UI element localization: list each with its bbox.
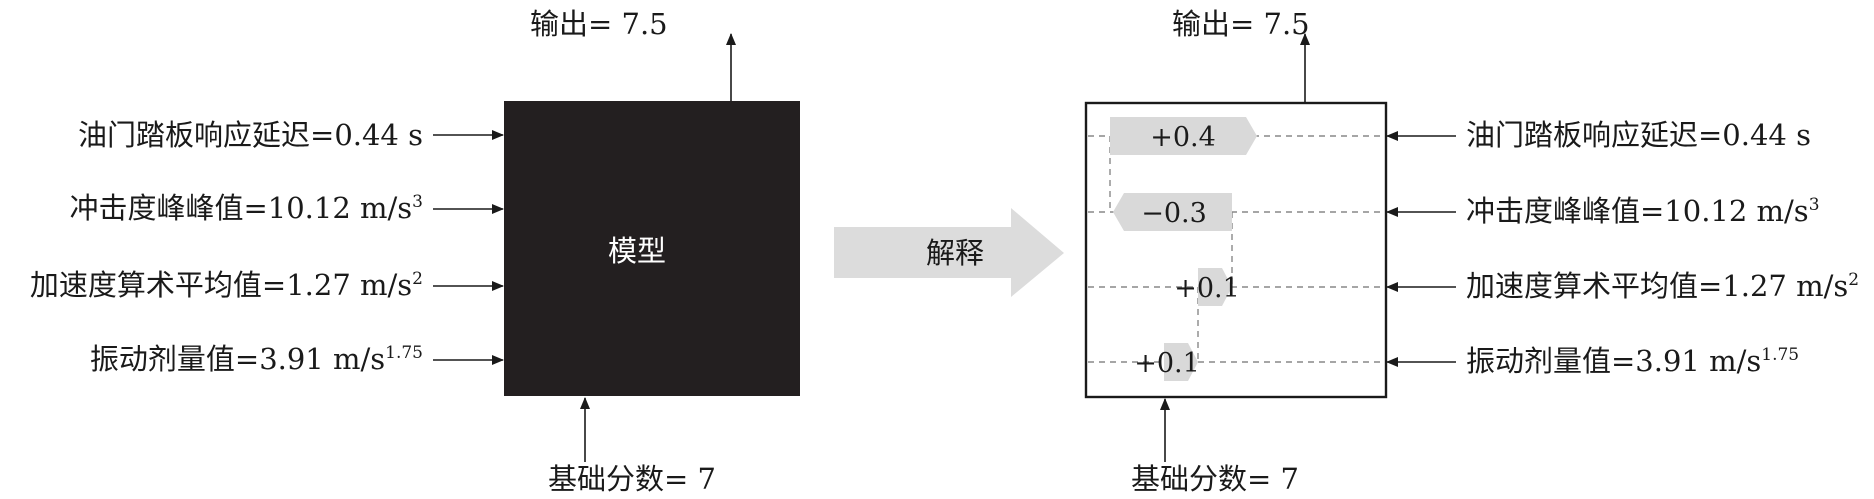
right-output-label: 输出= 7.5 [1172,7,1310,41]
contribution-value-1: +0.4 [1150,122,1216,153]
left-feature-label-1: 油门踏板响应延迟=0.44 s [78,118,423,152]
contribution-bar-4 [1164,343,1198,381]
explain-arrow [834,208,1064,297]
right-feature-label-1: 油门踏板响应延迟=0.44 s [1466,118,1811,152]
left-base-label: 基础分数= 7 [548,462,716,496]
contribution-value-4: +0.1 [1134,348,1200,379]
left-output-label: 输出= 7.5 [530,7,668,41]
contribution-value-3: +0.1 [1174,273,1240,304]
model-label: 模型 [608,234,666,268]
left-feature-label-4: 振动剂量值=3.91 m/s1.75 [90,342,423,376]
right-base-label: 基础分数= 7 [1131,462,1299,496]
contribution-bar-3 [1198,268,1232,306]
left-feature-label-2: 冲击度峰峰值=10.12 m/s3 [69,191,423,225]
contribution-value-2: −0.3 [1141,198,1207,229]
left-feature-label-3: 加速度算术平均值=1.27 m/s2 [30,268,423,302]
right-feature-label-3: 加速度算术平均值=1.27 m/s2 [1466,269,1859,303]
right-feature-label-4: 振动剂量值=3.91 m/s1.75 [1466,344,1799,378]
contribution-bar-1 [1110,117,1257,155]
model-box [504,101,800,396]
explain-label: 解释 [926,236,984,270]
contribution-bar-2 [1113,193,1232,231]
right-feature-label-2: 冲击度峰峰值=10.12 m/s3 [1466,194,1820,228]
